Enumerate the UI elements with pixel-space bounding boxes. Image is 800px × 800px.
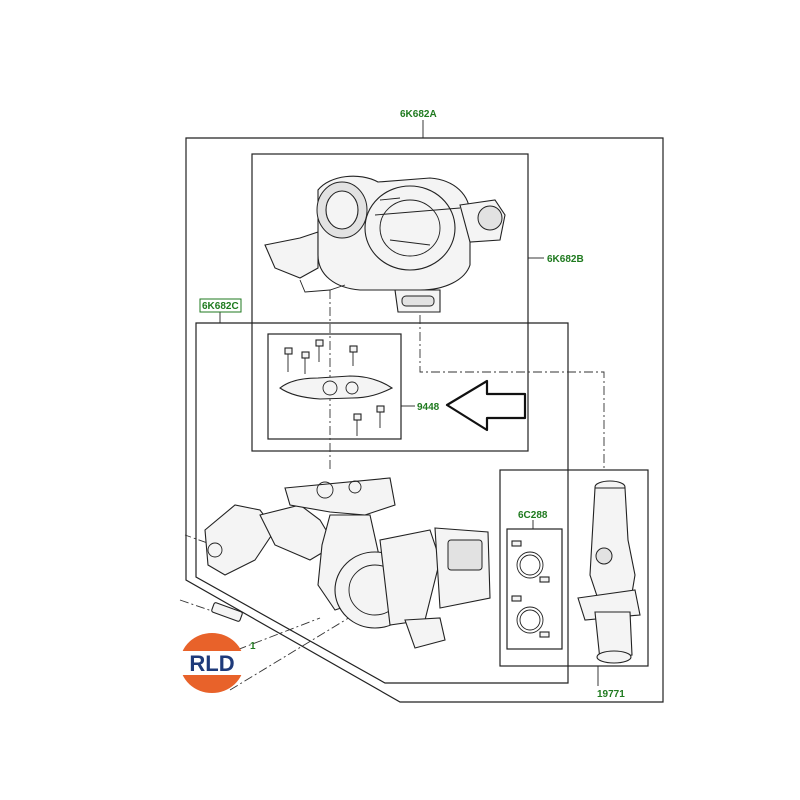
turbocharger-lower [204,477,491,649]
turbocharger-upper [264,175,506,313]
logo-text: RLD [189,651,234,676]
label-6k682c: 6K682C [202,301,239,312]
frame-outlet-group [499,469,649,667]
pointer-arrow [445,379,527,432]
label-6k682a: 6K682A [400,109,437,120]
label-19771: 19771 [597,689,625,700]
rld-logo: RLD [178,633,246,693]
frame-seal-kit [506,528,563,650]
frame-6k682b [251,153,529,452]
outlet-pipe [577,480,641,664]
label-9448: 9448 [417,402,440,413]
assembly-frame-6k682a [185,137,664,703]
label-box-6k682c [199,298,242,313]
seal-kit-parts [511,540,550,638]
label-item-1: 1 [250,641,256,652]
frame-gasket-kit [267,333,402,440]
label-6c288: 6C288 [518,510,548,521]
gasket-and-bolts [279,339,394,436]
frame-6k682c [195,322,569,684]
label-6k682b: 6K682B [547,254,584,265]
